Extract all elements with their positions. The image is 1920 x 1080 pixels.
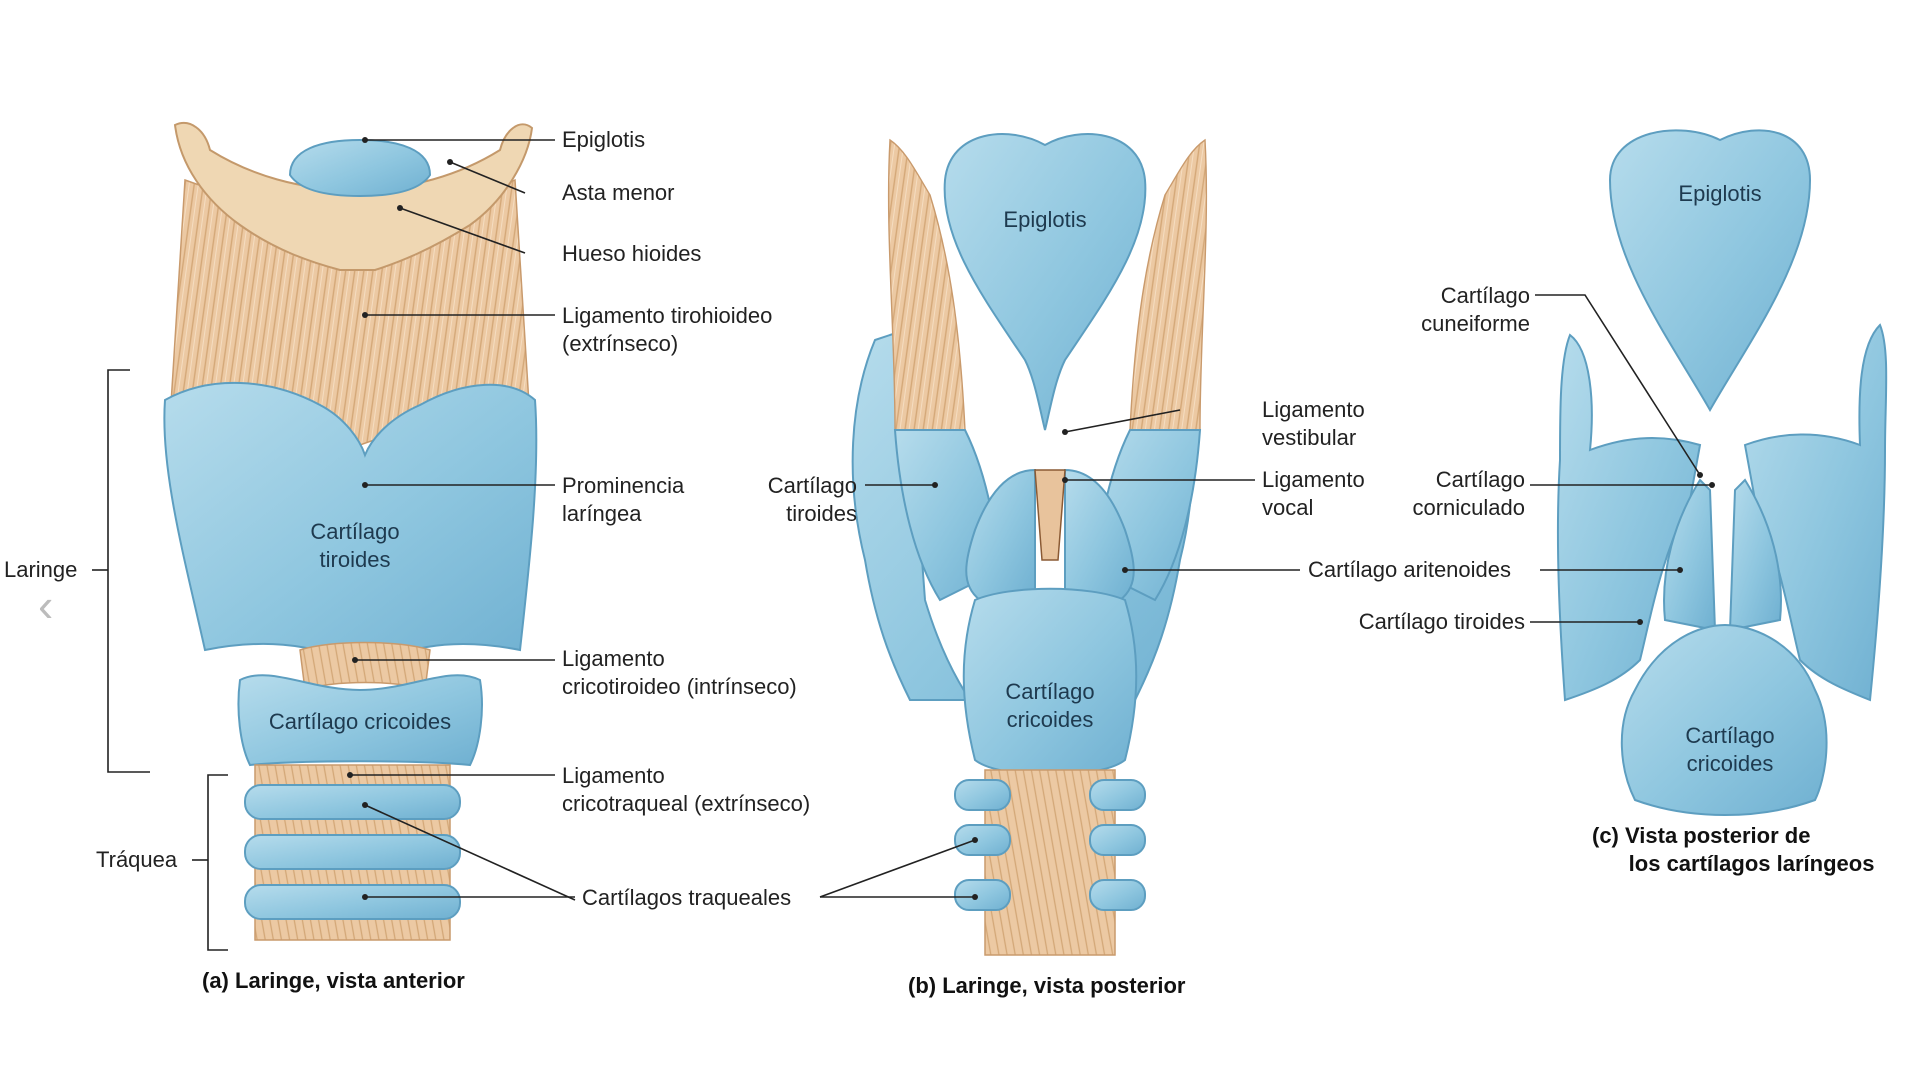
panel-c-illustration xyxy=(1556,129,1888,816)
label-larynx-bracket: Laringe xyxy=(4,557,78,582)
label-lesser-horn: Asta menor xyxy=(562,180,675,205)
label-trachea-bracket: Tráquea xyxy=(96,847,178,872)
tracheal-ring-b-r1 xyxy=(1089,779,1146,811)
inlabel-epiglottis-c: Epiglotis xyxy=(1678,181,1762,206)
tracheal-ring-a1 xyxy=(244,784,461,820)
panel-c-leaders xyxy=(1530,294,1712,623)
label-prominence: Prominencia laríngea xyxy=(562,473,685,526)
label-cricotracheal: Ligamento cricotraqueal (extrínseco) xyxy=(562,763,811,816)
epiglottis-b xyxy=(943,133,1147,431)
inlabel-cricoid-b: Cartílago cricoides xyxy=(1005,679,1095,732)
arytenoid-b-left xyxy=(965,468,1036,602)
epiglottis-c xyxy=(1608,129,1812,413)
panel-a-illustration xyxy=(163,122,538,941)
inlabel-cricoid-c: Cartílago cricoides xyxy=(1685,723,1775,776)
tracheal-ring-b-l2 xyxy=(954,824,1011,856)
label-thyroid-b: Cartílago tiroides xyxy=(767,473,857,526)
tracheal-ring-a3 xyxy=(244,884,461,920)
arytenoid-b-right xyxy=(1064,468,1135,602)
panel-b-leaders xyxy=(819,409,1300,898)
tracheal-ring-b-l3 xyxy=(954,879,1011,911)
vocal-fold-b xyxy=(1034,469,1066,561)
thyroid-cartilage-c-right xyxy=(1743,323,1888,702)
thyroid-muscle-b-left xyxy=(887,138,966,431)
label-tracheal-cartilages: Cartílagos traqueales xyxy=(582,885,792,910)
inlabel-epiglottis-b: Epiglotis xyxy=(1003,207,1087,232)
label-vestibular: Ligamento vestibular xyxy=(1262,397,1365,450)
tracheal-ring-a2 xyxy=(244,834,461,870)
label-hyoid: Hueso hioides xyxy=(562,241,702,266)
panel-a-leader-dots xyxy=(347,137,453,900)
inlabel-thyroid-a: Cartílago tiroides xyxy=(310,519,400,572)
label-cricothyroid: Ligamento cricotiroideo (intrínseco) xyxy=(562,646,797,699)
arytenoid-c-left xyxy=(1663,478,1717,632)
cricoid-cartilage-a xyxy=(237,674,483,767)
thyroid-cartilage-a xyxy=(163,381,538,670)
caption-panel-a: (a) Laringe, vista anterior xyxy=(202,968,465,993)
label-arytenoid-b: Cartílago aritenoides xyxy=(1308,557,1512,582)
label-thyroid-c: Cartílago tiroides xyxy=(1358,609,1525,634)
label-thyrohyoid: Ligamento tirohioideo (extrínseco) xyxy=(562,303,773,356)
thyroid-muscle-b-right xyxy=(1129,138,1208,431)
cricoid-cartilage-b xyxy=(962,587,1138,776)
chevron-left-icon[interactable]: ‹ xyxy=(38,579,54,631)
thyroid-cartilage-c-left xyxy=(1556,333,1702,702)
cricoid-cartilage-c xyxy=(1620,623,1828,816)
inlabel-cricoid-a: Cartílago cricoides xyxy=(268,709,452,734)
epiglottis-tip-a xyxy=(288,138,432,198)
tracheal-ring-b-l1 xyxy=(954,779,1011,811)
label-corniculate: Cartílago corniculado xyxy=(1412,467,1525,520)
label-epiglottis-a: Epiglotis xyxy=(562,127,646,152)
caption-panel-c: (c) Vista posterior de los cartílagos la… xyxy=(1592,823,1875,876)
label-cuneiform: Cartílago cuneiforme xyxy=(1421,283,1530,336)
panel-b-leader-dots xyxy=(932,429,1128,900)
panel-b-illustration xyxy=(851,133,1208,956)
arytenoid-c-right xyxy=(1728,478,1782,632)
tracheal-ring-b-r3 xyxy=(1089,879,1146,911)
tracheal-ring-b-r2 xyxy=(1089,824,1146,856)
label-vocal: Ligamento vocal xyxy=(1262,467,1365,520)
caption-panel-b: (b) Laringe, vista posterior xyxy=(908,973,1186,998)
panel-a-leaders xyxy=(92,139,576,951)
panel-c-leader-dots xyxy=(1637,472,1715,625)
